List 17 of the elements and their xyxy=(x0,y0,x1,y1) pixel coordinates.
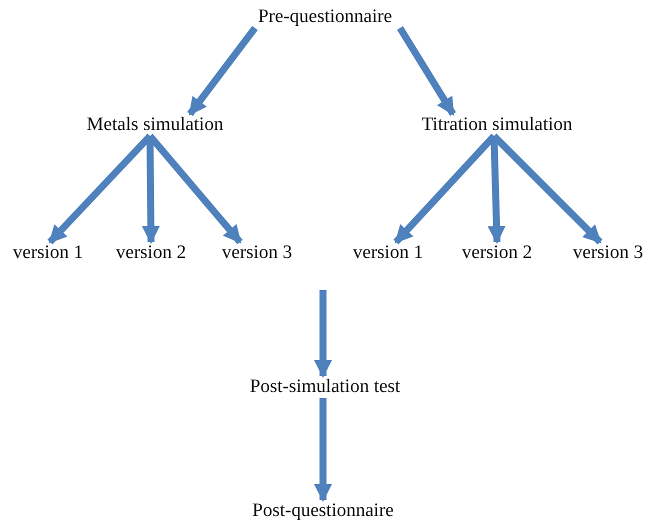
node-label: version 1 xyxy=(350,242,426,264)
node-label: version 3 xyxy=(570,242,646,264)
arrow xyxy=(314,398,332,502)
node-label: Metals simulation xyxy=(84,114,226,136)
node-label: version 2 xyxy=(114,242,188,264)
node-label: version 2 xyxy=(460,242,534,264)
node-label: Post-questionnaire xyxy=(250,500,396,522)
node-label: version 1 xyxy=(10,242,86,264)
arrow xyxy=(314,290,332,378)
arrow xyxy=(187,26,258,116)
node-label: Pre-questionnaire xyxy=(256,6,394,28)
node-label: Titration simulation xyxy=(420,114,574,136)
arrow xyxy=(397,26,456,116)
node-label: Post-simulation test xyxy=(248,376,402,398)
arrow xyxy=(147,134,243,244)
node-label: version 3 xyxy=(220,242,294,264)
arrow xyxy=(492,134,602,244)
